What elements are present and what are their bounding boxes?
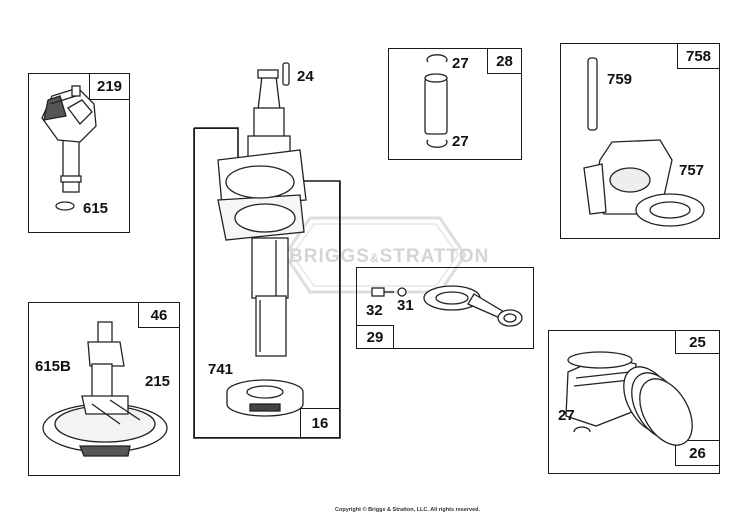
- watermark-brand-mid: &: [369, 251, 380, 265]
- nut-31-icon: [397, 287, 407, 297]
- part-27-piston-label[interactable]: 27: [558, 407, 575, 424]
- panel-46-tag[interactable]: 46: [138, 302, 180, 328]
- part-757-label[interactable]: 757: [679, 162, 705, 179]
- panel-26-tag[interactable]: 26: [675, 440, 720, 466]
- panel-25-tag[interactable]: 25: [675, 330, 720, 354]
- part-615b-label[interactable]: 615B: [35, 358, 71, 375]
- panel-28-tag[interactable]: 28: [487, 48, 522, 74]
- part-32-label[interactable]: 32: [366, 302, 383, 319]
- copyright-text: Copyright © Briggs & Stratton, LLC. All …: [335, 507, 481, 513]
- panel-28: [388, 48, 522, 160]
- part-615-label[interactable]: 615: [83, 200, 109, 217]
- panel-25: [548, 330, 720, 474]
- panel-46: [28, 302, 180, 476]
- part-741-label[interactable]: 741: [208, 361, 234, 378]
- panel-29: [356, 267, 534, 349]
- panel-29-tag[interactable]: 29: [356, 325, 394, 349]
- panel-16-tag[interactable]: 16: [300, 408, 340, 438]
- clip-bottom-icon: [426, 139, 448, 148]
- ring-615-icon: [55, 201, 75, 211]
- part-215-label[interactable]: 215: [145, 373, 171, 390]
- watermark-text: BRIGGS&STRATTON: [289, 246, 489, 268]
- clip-top-icon: [426, 54, 448, 63]
- part-27-bottom-label[interactable]: 27: [452, 133, 469, 150]
- part-31-label[interactable]: 31: [397, 297, 414, 314]
- watermark-brand-left: BRIGGS: [289, 246, 370, 267]
- clip-27-icon: [573, 426, 591, 433]
- panel-758: [560, 43, 720, 239]
- part-24-label[interactable]: 24: [297, 68, 314, 85]
- watermark-brand-right: STRATTON: [379, 246, 490, 267]
- part-759-label[interactable]: 759: [607, 71, 633, 88]
- panel-219: [28, 73, 130, 233]
- panel-219-tag[interactable]: 219: [89, 73, 130, 100]
- panel-758-tag[interactable]: 758: [677, 43, 720, 69]
- part-27-top-label[interactable]: 27: [452, 55, 469, 72]
